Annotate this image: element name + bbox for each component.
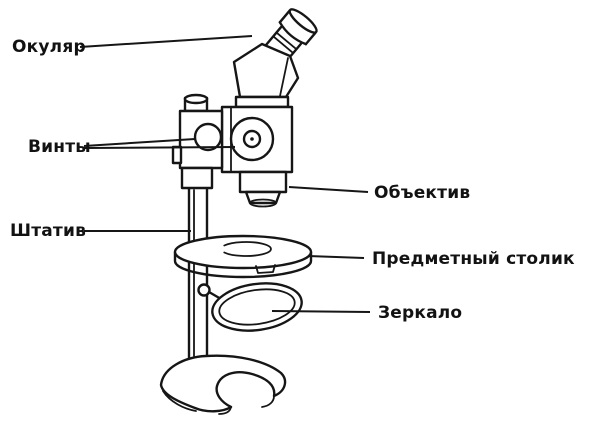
leader-stage [308,256,364,258]
focus-knob-small [195,124,221,150]
label-objective: Объектив [374,183,471,203]
leader-objective [289,187,368,192]
base [161,356,285,414]
objective-lens [240,172,286,207]
specimen-stage [175,236,311,277]
leader-screws-1 [84,139,195,146]
focus-knob-large [231,118,273,160]
leader-eyepiece [80,36,252,47]
leader-lines [80,36,370,312]
label-stage: Предметный столик [372,249,575,269]
label-mirror: Зеркало [378,303,463,323]
label-eyepiece: Окуляр [12,37,86,57]
label-stand: Штатив [10,221,87,241]
prism-head [234,44,298,107]
leader-mirror [272,311,370,312]
leader-screws-2 [84,147,235,148]
label-screws: Винты [28,137,91,157]
mirror [199,278,305,336]
